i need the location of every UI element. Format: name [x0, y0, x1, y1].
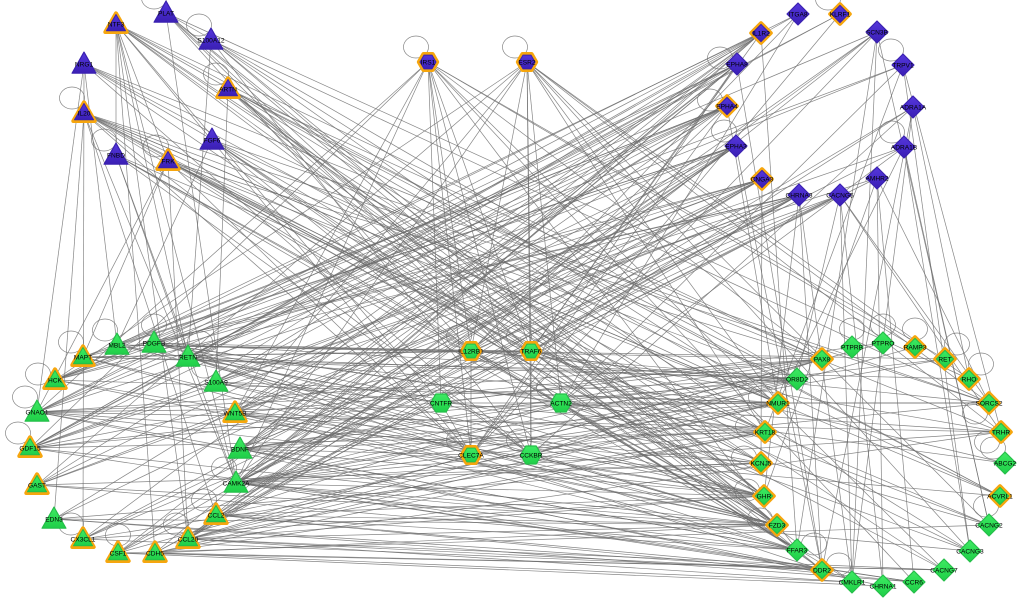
svg-text:CLEC7A: CLEC7A — [458, 452, 484, 459]
svg-text:PTPRO: PTPRO — [872, 340, 895, 347]
svg-text:ADRA1B: ADRA1B — [891, 144, 918, 151]
svg-text:CMKLR1: CMKLR1 — [839, 579, 866, 586]
svg-text:GAST: GAST — [28, 482, 46, 489]
svg-text:ACVRL1: ACVRL1 — [987, 493, 1013, 500]
svg-text:SCN3B: SCN3B — [866, 29, 889, 36]
svg-text:CACNG5: CACNG5 — [826, 192, 854, 199]
svg-text:FFAR3: FFAR3 — [787, 547, 808, 554]
svg-text:IL12RB1: IL12RB1 — [458, 348, 484, 355]
svg-text:FZD3: FZD3 — [769, 522, 786, 529]
svg-text:GNAO1: GNAO1 — [25, 409, 48, 416]
svg-text:NTF3: NTF3 — [108, 21, 125, 28]
svg-text:PLAT: PLAT — [158, 10, 174, 17]
svg-text:IRS1: IRS1 — [421, 59, 436, 66]
svg-text:NRG1: NRG1 — [75, 61, 94, 68]
svg-text:KRT18: KRT18 — [755, 429, 776, 436]
svg-text:PDGFB: PDGFB — [143, 340, 166, 347]
svg-text:TRHR: TRHR — [992, 429, 1011, 436]
svg-text:EDN3: EDN3 — [45, 516, 63, 523]
svg-text:SORCS2: SORCS2 — [975, 400, 1002, 407]
svg-text:CCKBR: CCKBR — [519, 452, 542, 459]
svg-text:MAPT: MAPT — [74, 354, 92, 361]
svg-text:RET: RET — [938, 356, 951, 363]
svg-text:AMHR2: AMHR2 — [865, 175, 888, 182]
svg-text:EPHA4: EPHA4 — [716, 103, 738, 110]
svg-text:KLRF1: KLRF1 — [830, 11, 851, 18]
svg-text:TRPV1: TRPV1 — [892, 62, 914, 69]
svg-text:CSF1: CSF1 — [110, 550, 127, 557]
svg-text:CNGA3: CNGA3 — [751, 176, 774, 183]
svg-text:PAX8: PAX8 — [814, 356, 831, 363]
svg-text:ADRA1A: ADRA1A — [900, 104, 927, 111]
svg-text:ACTN2: ACTN2 — [550, 400, 572, 407]
svg-text:EPHA8: EPHA8 — [726, 61, 748, 68]
svg-text:IL1R2: IL1R2 — [752, 30, 770, 37]
svg-text:ESR2: ESR2 — [518, 59, 536, 66]
svg-text:CCL20: CCL20 — [178, 536, 199, 543]
svg-text:FRK: FRK — [161, 158, 175, 165]
svg-text:ABCG2: ABCG2 — [994, 460, 1017, 467]
svg-text:HCK: HCK — [48, 377, 63, 384]
svg-text:EPHA3: EPHA3 — [725, 143, 747, 150]
svg-text:TRAF6: TRAF6 — [521, 348, 542, 355]
svg-text:ITGA8: ITGA8 — [788, 11, 807, 18]
svg-text:FNBD: FNBD — [107, 152, 125, 159]
svg-text:CX3CL1: CX3CL1 — [71, 536, 96, 543]
svg-text:CNTFR: CNTFR — [430, 400, 453, 407]
svg-text:WNT5B: WNT5B — [223, 410, 247, 417]
svg-text:ARTN: ARTN — [219, 86, 237, 93]
svg-text:CCR6: CCR6 — [905, 579, 923, 586]
svg-text:CCL2: CCL2 — [208, 512, 225, 519]
svg-text:IL20: IL20 — [78, 110, 91, 117]
svg-text:CDH5: CDH5 — [146, 550, 164, 557]
svg-text:RAMP3: RAMP3 — [904, 344, 927, 351]
svg-text:CACNG7: CACNG7 — [930, 567, 958, 574]
svg-text:RETN: RETN — [179, 354, 197, 361]
svg-text:DDR2: DDR2 — [813, 567, 831, 574]
svg-text:RHO: RHO — [962, 376, 977, 383]
svg-text:BDNF: BDNF — [231, 446, 249, 453]
svg-text:CAMK2A: CAMK2A — [222, 480, 250, 487]
svg-text:KCNJ5: KCNJ5 — [751, 460, 772, 467]
svg-text:S100A12: S100A12 — [197, 37, 224, 44]
svg-text:S100A9: S100A9 — [204, 379, 228, 386]
svg-text:GDF15: GDF15 — [19, 445, 41, 452]
svg-text:CACNG3: CACNG3 — [956, 548, 984, 555]
svg-text:FGF6: FGF6 — [204, 137, 221, 144]
svg-text:CHRNA1: CHRNA1 — [869, 583, 896, 590]
svg-text:CHRNA3: CHRNA3 — [785, 192, 812, 199]
svg-text:GHR: GHR — [757, 493, 772, 500]
svg-text:NMUR1: NMUR1 — [766, 400, 790, 407]
svg-text:OR8D2: OR8D2 — [786, 376, 808, 383]
svg-text:MBL2: MBL2 — [108, 342, 126, 349]
svg-text:CACNG2: CACNG2 — [975, 522, 1003, 529]
svg-text:PTPRB: PTPRB — [841, 344, 864, 351]
